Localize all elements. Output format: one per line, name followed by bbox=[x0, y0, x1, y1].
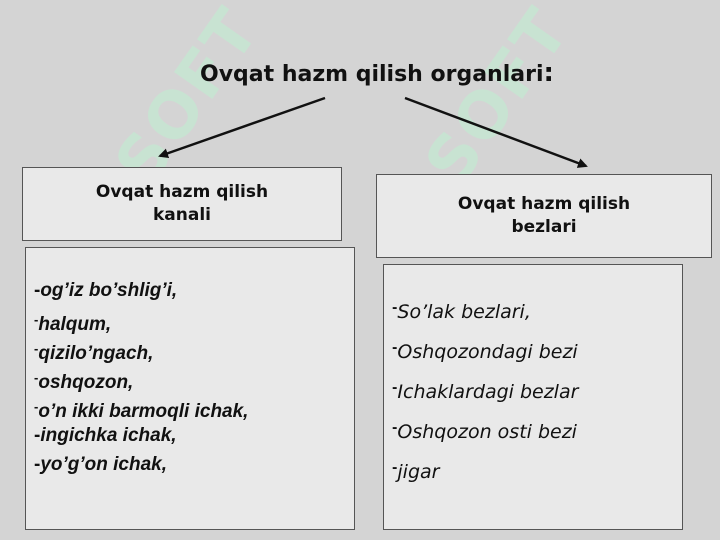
glands-header-box: Ovqat hazm qilish bezlari bbox=[376, 174, 712, 258]
list-item: -jigar bbox=[392, 460, 440, 483]
list-item: -og’iz bo’shlig’i, bbox=[34, 280, 178, 301]
arrow-left bbox=[158, 96, 326, 159]
list-item: -So’lak bezlari, bbox=[392, 300, 531, 323]
arrow-right bbox=[404, 96, 588, 168]
glands-header-line1: Ovqat hazm qilish bbox=[457, 194, 631, 215]
list-item: -o’n ikki barmoqli ichak, bbox=[34, 399, 249, 422]
canal-header-box: Ovqat hazm qilish kanali bbox=[22, 167, 342, 241]
list-item: -ingichka ichak, bbox=[34, 425, 177, 446]
list-item: -yo’g’on ichak, bbox=[34, 454, 168, 475]
list-item: -Oshqozon osti bezi bbox=[392, 420, 577, 443]
list-item: -qizilo’ngach, bbox=[34, 341, 154, 364]
canal-header-line2: kanali bbox=[152, 205, 211, 225]
diagram-title-colon: : bbox=[543, 58, 554, 88]
diagram-title: Ovqat hazm qilish organlari: bbox=[200, 58, 554, 88]
glands-header-line2: bezlari bbox=[511, 217, 577, 237]
list-item: -oshqozon, bbox=[34, 370, 134, 393]
glands-list: -So’lak bezlari, -Oshqozondagi bezi -Ich… bbox=[383, 264, 683, 530]
canal-header-line1: Ovqat hazm qilish bbox=[95, 182, 269, 203]
canal-organs-list: -og’iz bo’shlig’i, -halqum, -qizilo’ngac… bbox=[25, 247, 355, 530]
list-item: -halqum, bbox=[34, 312, 112, 335]
list-item: -Ichaklardagi bezlar bbox=[392, 380, 579, 403]
diagram-title-text: Ovqat hazm qilish organlari bbox=[200, 62, 544, 87]
list-item: -Oshqozondagi bezi bbox=[392, 340, 578, 363]
